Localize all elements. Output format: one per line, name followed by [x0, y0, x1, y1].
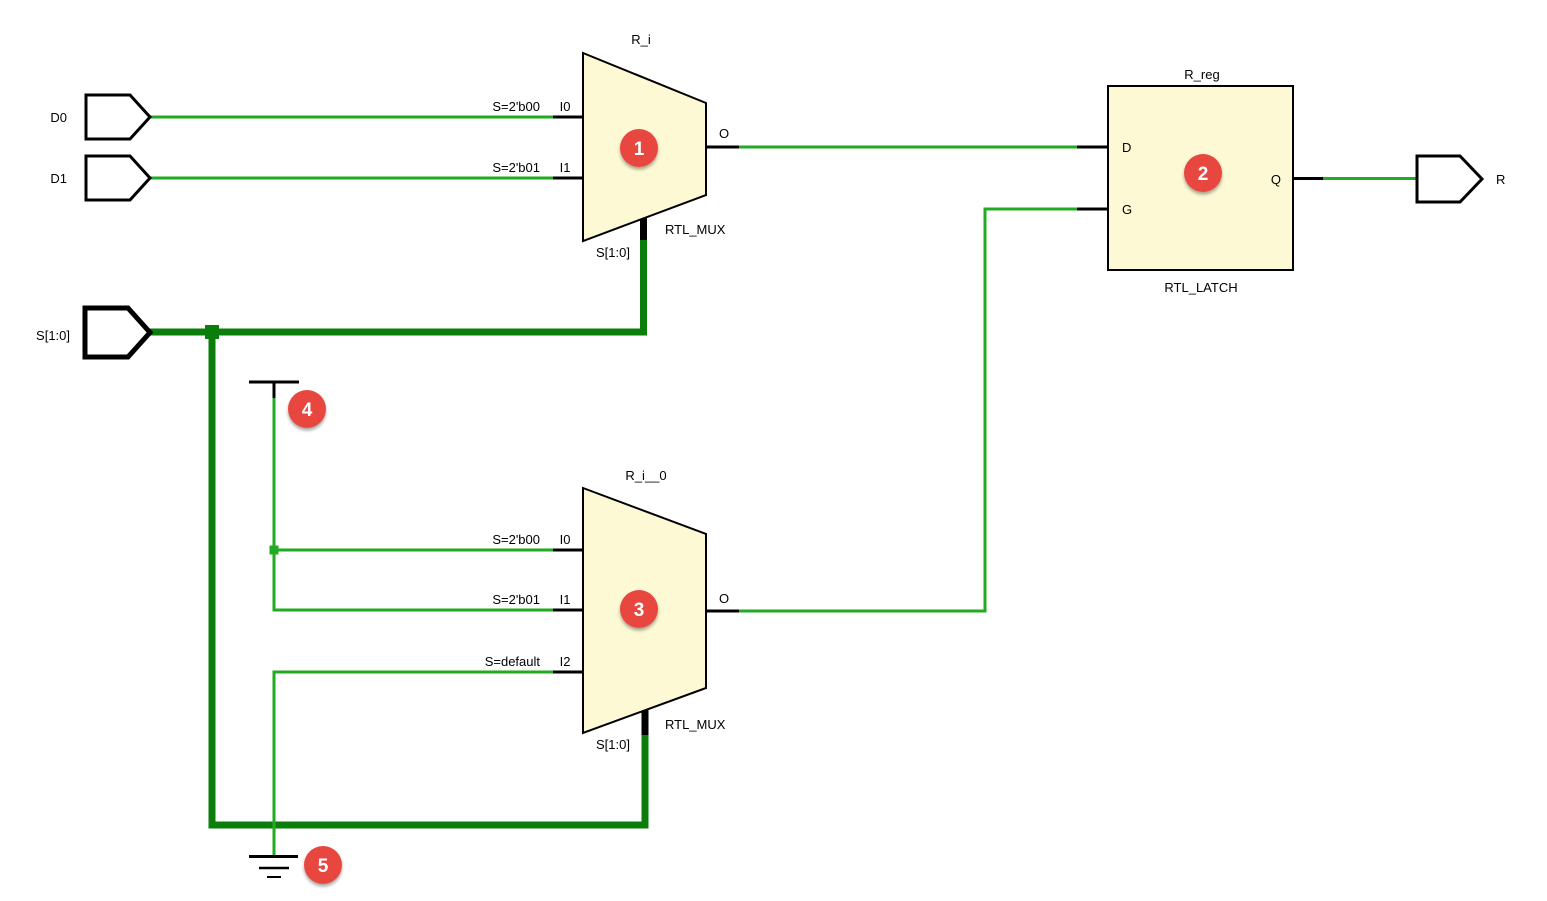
mux2-i2-cond: S=default	[485, 654, 541, 669]
port-label-d1: D1	[50, 171, 67, 186]
latch-instance-name: R_reg	[1184, 67, 1219, 82]
annotation-badges	[288, 129, 1222, 884]
badge-5-number: 5	[318, 856, 329, 877]
gnd-symbol[interactable]	[249, 855, 298, 878]
mux2-instance-name: R_i__0	[625, 468, 666, 483]
badge-4	[288, 390, 326, 428]
output-port-r[interactable]	[1415, 154, 1485, 204]
port-label-d0: D0	[50, 110, 67, 125]
input-port-d1[interactable]	[84, 154, 153, 202]
mux2-i1-cond: S=2'b01	[492, 592, 540, 607]
input-port-d0[interactable]	[84, 93, 153, 141]
wire-vcc-net[interactable]	[272, 397, 553, 612]
port-label-r: R	[1496, 172, 1505, 187]
mux1-o-label: O	[719, 126, 729, 141]
mux2-i1-label: I1	[560, 592, 571, 607]
latch-d-label: D	[1122, 140, 1131, 155]
mux1-i0-label: I0	[560, 99, 571, 114]
latch-g-label: G	[1122, 202, 1132, 217]
wire-gnd-net[interactable]	[272, 670, 553, 856]
nets[interactable]	[150, 115, 1417, 856]
input-port-s[interactable]	[82, 305, 154, 360]
vcc-symbol[interactable]	[249, 380, 299, 398]
bus-wire-s-to-mux1[interactable]	[150, 240, 647, 336]
mux2-cell-type: RTL_MUX	[665, 717, 726, 732]
badge-4-number: 4	[302, 400, 313, 421]
mux2-o-label: O	[719, 591, 729, 606]
bus-junction	[205, 325, 219, 339]
pin-stubs	[553, 115, 1323, 735]
badge-3-number: 3	[634, 600, 645, 621]
wire-mux2-o-to-latch-g[interactable]	[739, 207, 1077, 613]
badge-2	[1184, 154, 1222, 192]
mux1-instance-name: R_i	[631, 32, 651, 47]
badge-5	[304, 846, 342, 884]
mux1-i1-cond: S=2'b01	[492, 160, 540, 175]
badge-1	[620, 129, 658, 167]
mux1-cell-type: RTL_MUX	[665, 222, 726, 237]
badge-3	[620, 590, 658, 628]
mux2-i2-label: I2	[560, 654, 571, 669]
mux1-i0-cond: S=2'b00	[492, 99, 540, 114]
mux2-i0-label: I0	[560, 532, 571, 547]
latch-q-label: Q	[1271, 172, 1281, 187]
latch-cell-type: RTL_LATCH	[1164, 280, 1237, 295]
badge-1-number: 1	[634, 139, 645, 160]
mux1-i1-label: I1	[560, 160, 571, 175]
net-junction	[269, 545, 279, 555]
bus-wire-s-to-mux2[interactable]	[208, 332, 649, 829]
mux1-sel-label: S[1:0]	[596, 245, 630, 260]
port-label-s: S[1:0]	[36, 328, 70, 343]
mux2-sel-label: S[1:0]	[596, 737, 630, 752]
badge-2-number: 2	[1198, 164, 1209, 185]
mux2-i0-cond: S=2'b00	[492, 532, 540, 547]
select-bus-net[interactable]	[150, 240, 649, 829]
